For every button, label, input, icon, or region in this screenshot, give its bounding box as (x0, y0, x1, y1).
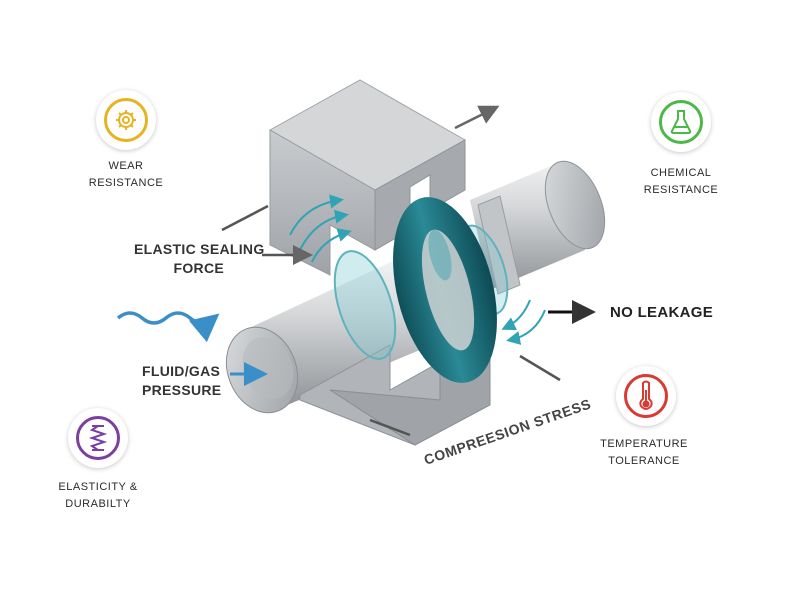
flask-icon (670, 110, 692, 134)
wear-resistance-label: WEAR RESISTANCE (70, 158, 182, 192)
elastic-sealing-force-callout: ELASTIC SEALING FORCE (134, 240, 265, 278)
elasticity-label-line1: ELASTICITY & (58, 481, 138, 493)
wear-label-line1: WEAR (108, 160, 144, 172)
motion-arrow (454, 105, 500, 130)
thermometer-icon (639, 380, 653, 410)
o-ring (393, 197, 497, 383)
elasticity-label-line2: DURABILTY (65, 498, 131, 510)
housing-upper (268, 79, 467, 276)
gear-icon (116, 110, 136, 130)
wear-label-line2: RESISTANCE (88, 177, 164, 189)
fluid-line1: FLUID/GAS (142, 363, 221, 379)
elastic-line2: FORCE (173, 260, 224, 276)
chemical-resistance-badge (651, 92, 711, 152)
elasticity-badge (68, 408, 128, 468)
wear-ring (104, 98, 148, 142)
no-leakage-callout: NO LEAKAGE (610, 304, 714, 321)
temperature-label-line1: TEMPERATURE (600, 438, 688, 450)
fluid-gas-pressure-callout: FLUID/GAS PRESSURE (142, 362, 226, 400)
elasticity-ring (76, 416, 120, 460)
temperature-label: TEMPERATURE TOLERANCE (588, 436, 700, 470)
temperature-label-line2: TOLERANCE (608, 455, 680, 467)
chemical-resistance-label: CHEMICAL RESISTANCE (625, 165, 737, 199)
fluid-wave-arrow (116, 311, 220, 343)
chemical-ring (659, 100, 703, 144)
elasticity-label: ELASTICITY & DURABILTY (42, 479, 154, 513)
leader-lines (221, 105, 596, 437)
wear-resistance-badge (96, 90, 156, 150)
fluid-line2: PRESSURE (142, 382, 222, 398)
chemical-label-line1: CHEMICAL (650, 167, 712, 179)
elastic-line1: ELASTIC SEALING (134, 241, 265, 257)
shaft-right (470, 160, 606, 295)
chemical-label-line2: RESISTANCE (643, 184, 719, 196)
spring-icon (88, 425, 108, 451)
pressure-flow-arrows (116, 311, 268, 386)
temperature-badge (616, 366, 676, 426)
